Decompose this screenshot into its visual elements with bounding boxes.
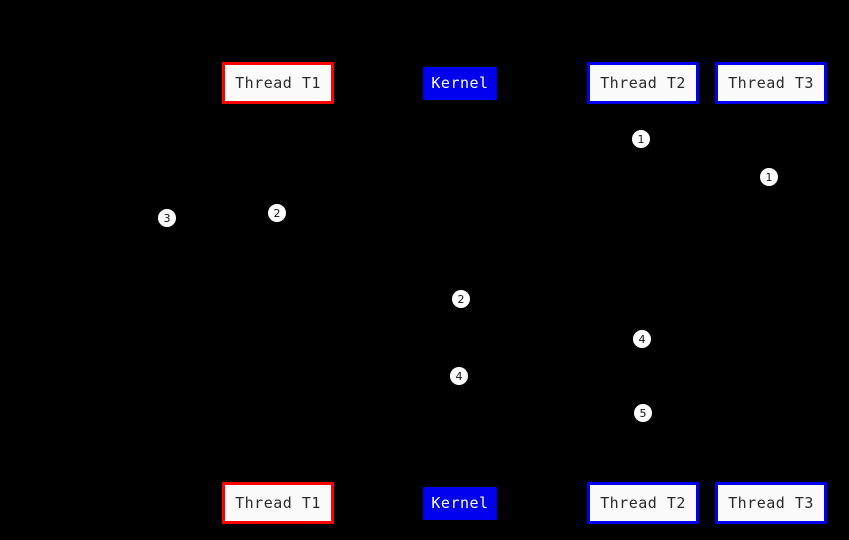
step-badge-number: 3 [163,211,171,225]
participant-box-thread-t1-bottom[interactable]: Thread T1 [222,482,334,524]
participant-label-kernel-top: Kernel [431,74,489,92]
participant-label-kernel-bottom: Kernel [431,494,489,512]
participant-box-thread-t1-top[interactable]: Thread T1 [222,62,334,104]
participant-box-kernel-top[interactable]: Kernel [423,67,497,100]
step-badge-number: 4 [638,332,646,346]
step-badge[interactable]: 5 [634,404,652,422]
participant-label-thread-t2-top: Thread T2 [600,73,686,92]
step-badge-number: 2 [273,206,281,220]
participant-box-kernel-bottom[interactable]: Kernel [423,487,497,520]
step-badge[interactable]: 3 [158,209,176,227]
step-badge[interactable]: 1 [632,130,650,148]
participant-label-thread-t3-bottom: Thread T3 [728,493,814,512]
participant-label-thread-t1-bottom: Thread T1 [235,493,321,512]
lifeline-t1 [278,104,279,482]
step-badge-number: 1 [765,170,773,184]
participant-label-thread-t3-top: Thread T3 [728,73,814,92]
step-badge-number: 5 [639,406,647,420]
step-badge-number: 2 [457,292,465,306]
step-badge[interactable]: 1 [760,168,778,186]
step-badge[interactable]: 4 [450,367,468,385]
participant-box-thread-t3-bottom[interactable]: Thread T3 [715,482,827,524]
lifeline-t3 [771,104,772,482]
step-badge-number: 4 [455,369,463,383]
participant-box-thread-t2-top[interactable]: Thread T2 [587,62,699,104]
step-badge[interactable]: 2 [452,290,470,308]
participant-label-thread-t1-top: Thread T1 [235,73,321,92]
participant-box-thread-t2-bottom[interactable]: Thread T2 [587,482,699,524]
step-badge[interactable]: 4 [633,330,651,348]
participant-label-thread-t2-bottom: Thread T2 [600,493,686,512]
step-badge-number: 1 [637,132,645,146]
step-badge[interactable]: 2 [268,204,286,222]
lifeline-t2 [643,104,644,482]
participant-box-thread-t3-top[interactable]: Thread T3 [715,62,827,104]
